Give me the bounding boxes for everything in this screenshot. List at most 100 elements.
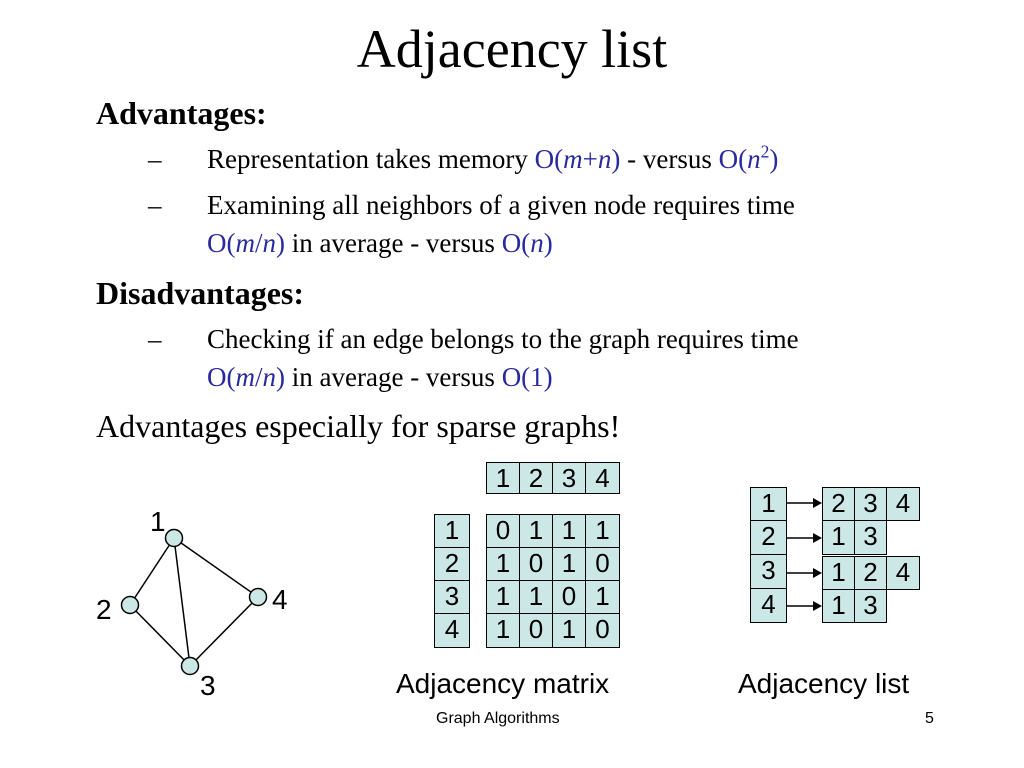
- disadvantage-item-edge-check-line2: O(m/n) in average - versus O(1): [207, 360, 553, 394]
- adj-list-entry: 2: [854, 556, 887, 590]
- graph-node-4: [248, 587, 268, 607]
- math-expression-segment: O(: [718, 144, 748, 174]
- bullet-dash: –: [148, 190, 162, 220]
- matrix-cell: 1: [552, 514, 586, 548]
- matrix-cell: 1: [585, 580, 620, 614]
- matrix-cell: 1: [585, 514, 620, 548]
- math-expression-segment: 2: [760, 141, 770, 162]
- matrix-caption: Adjacency matrix: [396, 668, 610, 699]
- text-segment: in average - versus: [285, 362, 502, 392]
- graph-node-1: [164, 528, 184, 548]
- matrix-cell: 0: [585, 613, 620, 648]
- slide-title: Adjacency list: [356, 19, 668, 79]
- disadvantages-heading: Disadvantages:: [96, 275, 305, 311]
- matrix-row-header: 1: [434, 514, 470, 548]
- graph-edge-2-3: [129, 604, 191, 667]
- matrix-cell: 0: [519, 547, 553, 581]
- adj-list-node: 3: [750, 554, 787, 589]
- math-expression-segment: O(: [207, 362, 236, 392]
- math-expression-segment: m: [563, 144, 583, 174]
- matrix-row-header: 2: [434, 547, 470, 581]
- advantage-item-neighbors-line1: Examining all neighbors of a given node …: [207, 188, 795, 222]
- adj-list-entry: 4: [886, 487, 920, 521]
- adj-list-node: 1: [750, 487, 787, 521]
- page-number: 5: [925, 710, 934, 727]
- advantage-item-neighbors-line2: O(m/n) in average - versus O(n): [207, 226, 553, 260]
- graph-edge-1-3: [173, 537, 191, 667]
- arrowhead-4: [813, 601, 822, 611]
- advantage-item-memory: Representation takes memory O(m+n) - ver…: [207, 142, 778, 176]
- adj-list-entry: 1: [822, 520, 855, 555]
- adj-list-entry: 1: [822, 589, 855, 623]
- matrix-cell: 1: [552, 613, 586, 648]
- bullet-dash: –: [148, 144, 162, 174]
- footer-text: Graph Algorithms: [436, 710, 560, 727]
- arrowhead-3: [813, 568, 822, 578]
- graph-edge-1-4: [173, 537, 259, 598]
- matrix-cell: 0: [585, 547, 620, 581]
- adj-list-entry: 3: [854, 520, 887, 555]
- graph-edge-3-4: [189, 596, 259, 667]
- math-expression-segment: /: [255, 228, 263, 258]
- adj-list-arrows: [787, 498, 822, 611]
- matrix-cell: 1: [486, 580, 520, 614]
- graph-label-3: 3: [200, 670, 216, 701]
- matrix-col-header: 2: [519, 462, 553, 494]
- graph-edge-1-2: [129, 537, 175, 606]
- math-expression-segment: m: [235, 228, 256, 258]
- math-expression-segment: O(1): [501, 362, 553, 392]
- advantages-heading: Advantages:: [96, 95, 267, 131]
- text-segment: Checking if an edge belongs to the graph…: [207, 324, 799, 354]
- matrix-cell: 0: [486, 514, 520, 548]
- adj-list-node: 2: [750, 520, 787, 555]
- adj-list-caption: Adjacency list: [738, 668, 910, 699]
- matrix-cell: 1: [519, 580, 553, 614]
- adj-list-entry: 3: [854, 487, 887, 521]
- matrix-cell: 1: [486, 613, 520, 648]
- math-expression-segment: n: [530, 228, 544, 258]
- adj-list-entry: 4: [886, 556, 920, 590]
- arrowhead-2: [813, 533, 822, 543]
- math-expression-segment: O(: [207, 228, 236, 258]
- text-segment: Examining all neighbors of a given node …: [207, 190, 795, 220]
- graph-label-4: 4: [272, 584, 288, 615]
- text-segment: Representation takes memory: [207, 144, 535, 174]
- math-expression-segment: ): [276, 228, 286, 258]
- graph-node-2: [120, 595, 140, 615]
- matrix-col-header: 1: [486, 462, 520, 494]
- conclusion-text: Advantages especially for sparse graphs!: [96, 408, 621, 444]
- math-expression-segment: O(: [534, 144, 564, 174]
- matrix-cell: 0: [552, 580, 586, 614]
- math-expression-segment: O(: [501, 228, 531, 258]
- math-expression-segment: n: [597, 144, 612, 174]
- math-expression-segment: m: [235, 362, 256, 392]
- text-segment: in average - versus: [285, 228, 502, 258]
- math-expression-segment: n: [747, 144, 761, 174]
- graph-label-1: 1: [150, 506, 166, 537]
- math-expression-segment: +: [582, 144, 598, 174]
- matrix-col-header: 4: [585, 462, 620, 494]
- math-expression-segment: ): [769, 144, 779, 174]
- adj-list-entry: 1: [822, 556, 855, 590]
- bullet-dash: –: [148, 324, 162, 354]
- adj-list-entry: 3: [854, 589, 887, 623]
- arrowhead-1: [813, 498, 822, 508]
- matrix-cell: 1: [519, 514, 553, 548]
- adj-list-entry: 2: [822, 487, 855, 521]
- matrix-row-header: 3: [434, 580, 470, 614]
- adj-list-node: 4: [750, 588, 787, 623]
- disadvantage-item-edge-check-line1: Checking if an edge belongs to the graph…: [207, 322, 799, 356]
- graph-label-2: 2: [96, 594, 112, 625]
- matrix-row-header: 4: [434, 613, 470, 648]
- math-expression-segment: ): [611, 144, 621, 174]
- math-expression-segment: ): [543, 228, 553, 258]
- matrix-cell: 0: [519, 613, 553, 648]
- math-expression-segment: n: [262, 228, 277, 258]
- graph-node-3: [180, 656, 200, 676]
- matrix-cell: 1: [486, 547, 520, 581]
- math-expression-segment: ): [276, 362, 286, 392]
- math-expression-segment: /: [255, 362, 263, 392]
- matrix-cell: 1: [552, 547, 586, 581]
- text-segment: - versus: [620, 144, 719, 174]
